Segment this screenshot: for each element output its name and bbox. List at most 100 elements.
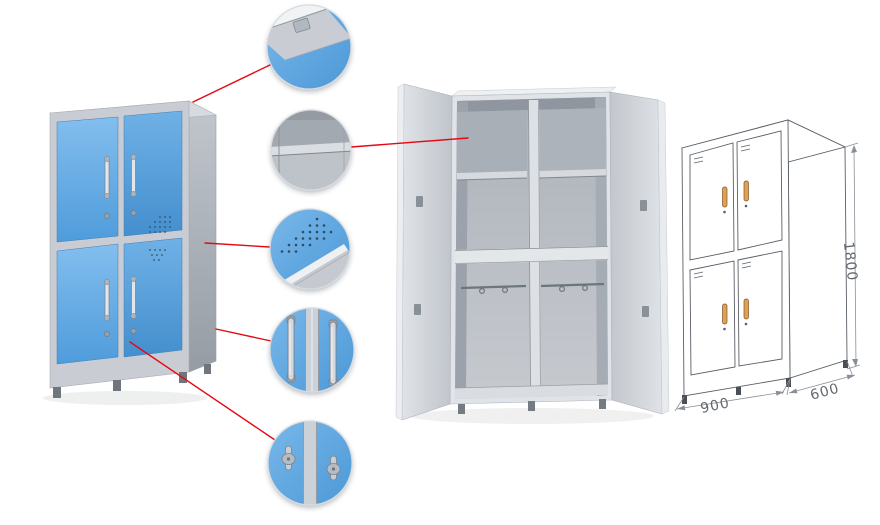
callout-circle-top-corner [266, 4, 352, 90]
shelf-detail-icon [271, 110, 351, 190]
floor-shadow [410, 408, 654, 424]
shelf-left-edge [456, 177, 528, 181]
extension-line [674, 396, 685, 412]
vent-holes-lower [149, 249, 166, 261]
vent-holes-upper [149, 216, 171, 233]
floor-shadow [43, 391, 207, 405]
corner-bracket [292, 17, 311, 33]
door-latch [642, 306, 649, 317]
door-lock-lower-left [104, 331, 110, 337]
depth-dimension-line [788, 374, 856, 394]
dimension-width-label: 900 [699, 395, 731, 417]
open-cabinet-view [395, 83, 670, 424]
closed-cabinet-view [43, 100, 218, 405]
extension-line [844, 142, 859, 148]
door-latch [414, 304, 421, 315]
callout-ring [266, 4, 352, 90]
cabinet-leg [113, 380, 121, 391]
callout-circle-locks [267, 420, 353, 506]
door-handle-lower-left [104, 279, 110, 321]
wireframe-lock-dot [723, 327, 726, 331]
arrowhead [677, 405, 686, 411]
wireframe-lock-dot [744, 322, 748, 326]
door-gap-strip [303, 421, 317, 505]
arrowhead [846, 374, 855, 380]
extension-line [846, 364, 861, 370]
wireframe-handle [722, 303, 728, 325]
width-dimension-line [676, 391, 785, 410]
door-latch [640, 200, 647, 211]
arrowhead [789, 388, 798, 394]
shelf-front-edge [271, 142, 351, 156]
upper-compartment-right [539, 108, 606, 173]
callout-line-locks [129, 341, 276, 441]
extension-line [846, 360, 854, 378]
height-dimension-line [853, 145, 857, 367]
callout-ring [267, 420, 353, 506]
callout-ring [269, 208, 351, 290]
door-lock-upper-left [104, 213, 110, 219]
shelf-right-edge [538, 175, 607, 179]
callout-ring [270, 109, 352, 191]
callout-line-top-corner [192, 63, 273, 103]
extension-line [786, 378, 791, 396]
wireframe-leg [682, 395, 687, 404]
middle-divider-edge [454, 259, 609, 264]
cabinet-leg [458, 404, 465, 414]
cabinet-leg [599, 399, 606, 409]
door-lower-left [56, 243, 119, 365]
wireframe-lock-dot [723, 210, 726, 214]
callout-line-vents [204, 242, 271, 248]
callout-circle-shelf [270, 109, 352, 191]
callout-circle-vents [269, 208, 351, 290]
wireframe-door-lower-left [689, 260, 736, 376]
door-lock-upper-right [130, 210, 137, 216]
dimension-depth-label: 600 [809, 381, 842, 404]
arrowhead [851, 145, 857, 153]
wireframe-door-upper-left [689, 142, 735, 261]
handle-bar [329, 321, 337, 385]
arrowhead [775, 390, 784, 396]
cabinet-leg [53, 387, 61, 398]
door-lock-lower-right [130, 328, 137, 334]
dimension-height-label: 1800 [840, 241, 860, 282]
rod-hook [502, 287, 509, 294]
handle-bar [287, 317, 295, 381]
open-door-right-edge [657, 99, 670, 415]
locks-detail-icon [281, 421, 341, 505]
open-door-left-edge [395, 83, 405, 421]
callout-lines [129, 63, 469, 441]
vent-holes-pattern [280, 217, 333, 253]
callout-ring [269, 307, 355, 393]
cabinet-leg [204, 364, 211, 374]
door-upper-left [56, 116, 119, 243]
open-door-right [609, 91, 663, 415]
callout-line-shelf [350, 137, 469, 148]
arrowhead [852, 359, 858, 367]
open-door-left [401, 83, 453, 421]
rod-hook [558, 286, 565, 293]
door-upper-right [123, 110, 183, 237]
wireframe-door-upper-right [736, 130, 783, 251]
floor-edge [454, 383, 609, 389]
hanging-rod-right [540, 282, 605, 288]
wireframe-handle [722, 186, 728, 208]
cabinet-leg [528, 401, 535, 411]
wireframe-lock-dot [744, 204, 748, 208]
wireframe-leg [736, 387, 741, 395]
middle-divider-panel [455, 246, 608, 264]
upper-compartment-left [457, 110, 527, 175]
middle-divider-edge [454, 246, 609, 251]
dimension-annotations: 1800 900 600 [674, 142, 861, 417]
rod-hook [479, 288, 486, 295]
cabinet-side-panel [188, 100, 217, 373]
handles-detail-icon [286, 308, 338, 392]
wireframe-leg [843, 360, 848, 368]
wireframe-dimension-view: 1800 900 600 [674, 119, 861, 417]
cabinet-floor [455, 384, 608, 399]
callout-circle-handles [269, 307, 355, 393]
callout-line-handles [215, 328, 272, 342]
wireframe-door-lower-right [737, 250, 783, 367]
hanging-rod-left [460, 284, 527, 290]
